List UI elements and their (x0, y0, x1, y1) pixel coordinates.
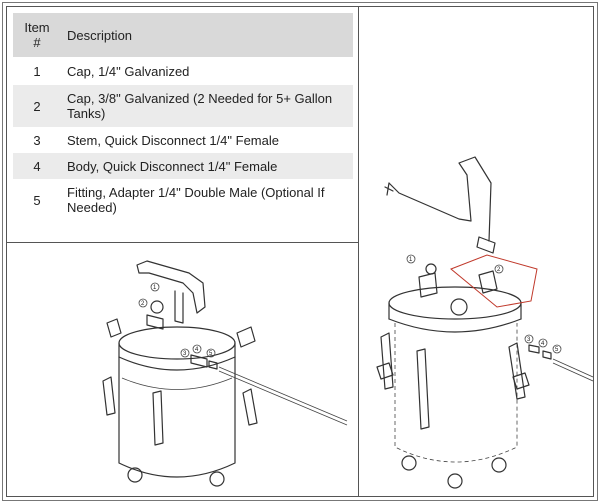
callout-circle (524, 334, 534, 344)
callout-1: 1 (153, 285, 157, 291)
table-row: 2 Cap, 3/8" Galvanized (2 Needed for 5+ … (13, 85, 353, 127)
air-hose-edge (218, 370, 348, 426)
parts-table: Item # Description 1 Cap, 1/4" Galvanize… (13, 13, 353, 221)
item-number: 3 (33, 132, 41, 148)
quick-disconnect-body (190, 354, 208, 368)
callout-5: 5 (209, 351, 213, 357)
lid-clamp-right (236, 326, 256, 348)
callout-2: 2 (497, 267, 501, 273)
callout-circle (494, 264, 504, 274)
hose-fitting (476, 236, 496, 254)
callout-circle (150, 282, 160, 292)
air-hose (552, 358, 593, 378)
item-description: Cap, 3/8" Galvanized (2 Needed for 5+ Ga… (61, 85, 353, 127)
item-number: 1 (33, 63, 41, 79)
callout-4: 4 (541, 341, 545, 347)
clamp-bolt-right (242, 388, 258, 426)
tank-lid (118, 326, 236, 360)
caster-wheel (209, 471, 225, 487)
parts-list-panel: Item # Description 1 Cap, 1/4" Galvanize… (6, 6, 360, 244)
air-hose-edge (552, 362, 593, 382)
lid-closeup-diagram: 1 2 3 4 5 (102, 260, 348, 487)
caster-wheel (127, 467, 143, 483)
callout-circle (552, 344, 562, 354)
lid-rim (118, 342, 236, 358)
lid-plug (450, 298, 468, 316)
item-number: 4 (13, 153, 61, 179)
quick-disconnect-stem (542, 350, 552, 360)
item-description: Cap, 1/4" Galvanized (67, 63, 190, 79)
gauge-tube (174, 290, 184, 324)
item-description: Fitting, Adapter 1/4" Double Male (Optio… (67, 185, 325, 215)
callout-2: 2 (141, 301, 145, 307)
regulator (418, 272, 438, 298)
table-header-row: Item # Description (13, 13, 353, 57)
table-row: 5 Fitting, Adapter 1/4" Double Male (Opt… (13, 179, 353, 221)
lid-clamp-left (106, 318, 122, 338)
clamp-bolt-front (152, 390, 164, 446)
caster-wheel (447, 473, 463, 489)
header-description-label: Description (67, 27, 133, 43)
clamp-bolt-left (102, 376, 116, 416)
item-number: 5 (33, 192, 41, 208)
air-hose (218, 366, 348, 422)
lid-closeup-diagram-panel: 1 2 3 4 5 (6, 242, 360, 497)
regulator (146, 314, 164, 330)
item-description: Body, Quick Disconnect 1/4" Female (61, 153, 353, 179)
callout-5: 5 (555, 347, 559, 353)
table-row: 1 Cap, 1/4" Galvanized (13, 57, 353, 85)
callout-circle (180, 348, 190, 358)
header-item-label: Item # (24, 20, 50, 50)
callout-1: 1 (409, 257, 413, 263)
callout-circle (192, 344, 202, 354)
callout-2-leader (450, 254, 538, 308)
hose-end (384, 182, 394, 196)
item-number: 2 (13, 85, 61, 127)
table-row: 4 Body, Quick Disconnect 1/4" Female (13, 153, 353, 179)
quick-disconnect-stem (208, 360, 218, 370)
tank-body (394, 323, 518, 463)
header-item-number: Item # (13, 13, 61, 57)
hose-handle (136, 260, 206, 314)
lid-rim-bottom (388, 318, 522, 333)
quick-disconnect-body (528, 344, 540, 354)
clamp-handle-left (376, 362, 394, 380)
header-description: Description (61, 13, 353, 57)
caster-wheel (401, 455, 417, 471)
clamp-bolt-left (380, 332, 394, 390)
callout-4: 4 (195, 347, 199, 353)
lid-rim (388, 302, 522, 320)
outlet-fitting (478, 270, 498, 294)
table-row: 3 Stem, Quick Disconnect 1/4" Female (13, 127, 353, 153)
pressure-gauge (425, 263, 437, 275)
tank-band (121, 377, 233, 390)
callout-3: 3 (183, 351, 187, 357)
callout-circle (206, 348, 216, 358)
lid-rim-bottom (118, 356, 236, 371)
callout-3: 3 (527, 337, 531, 343)
clamp-handle-right (512, 372, 530, 390)
pressure-gauge (150, 300, 164, 314)
clamp-bolt-front (416, 348, 430, 430)
callout-circle (406, 254, 416, 264)
caster-wheel (491, 457, 507, 473)
tank-exploded-diagram-panel: 1 2 3 4 5 (358, 6, 594, 497)
callout-circle (538, 338, 548, 348)
hose-assembly (388, 156, 492, 242)
tank-exploded-diagram: 1 2 3 4 5 (376, 156, 593, 489)
tank-body (118, 356, 236, 478)
item-description: Stem, Quick Disconnect 1/4" Female (67, 132, 279, 148)
callout-circle (138, 298, 148, 308)
